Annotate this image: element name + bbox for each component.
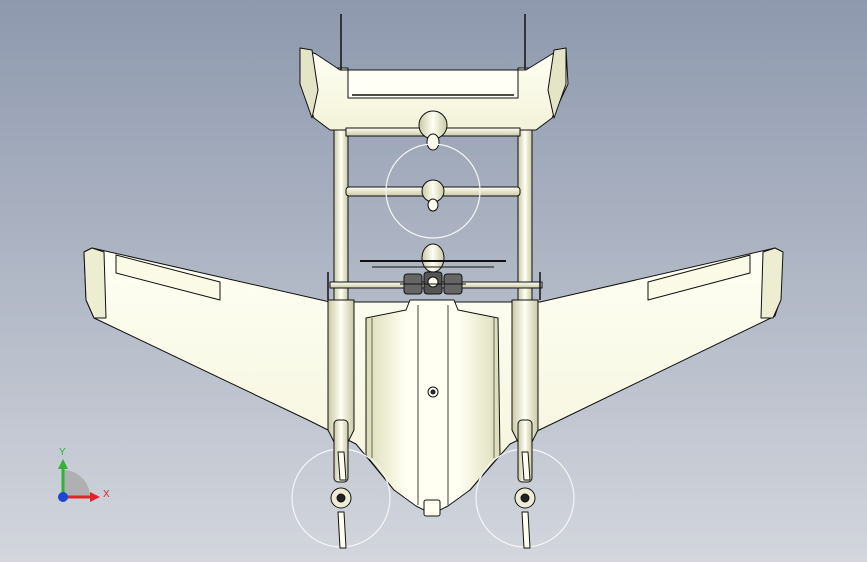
- right-aileron: [647, 254, 751, 301]
- right-prop-blade: [521, 451, 531, 481]
- axis-triad: X Y: [58, 447, 110, 502]
- x-axis-label: X: [103, 489, 110, 500]
- elevator: [347, 69, 519, 99]
- tail-fairing: [423, 499, 441, 517]
- middle-rotor-disc: [385, 143, 481, 239]
- front-hub: [421, 243, 445, 273]
- y-axis-label: Y: [59, 447, 66, 458]
- left-prop-blade: [337, 451, 347, 481]
- triad-quadrant: [63, 470, 90, 497]
- right-wingtip: [760, 247, 784, 319]
- left-wingtip: [83, 247, 107, 319]
- z-axis-origin: [58, 492, 68, 502]
- motor-cluster: [400, 271, 466, 295]
- right-tail-fin: [547, 47, 567, 119]
- left-tail-fin: [299, 47, 319, 119]
- left-aileron: [115, 254, 221, 301]
- aircraft-model[interactable]: [83, 14, 784, 549]
